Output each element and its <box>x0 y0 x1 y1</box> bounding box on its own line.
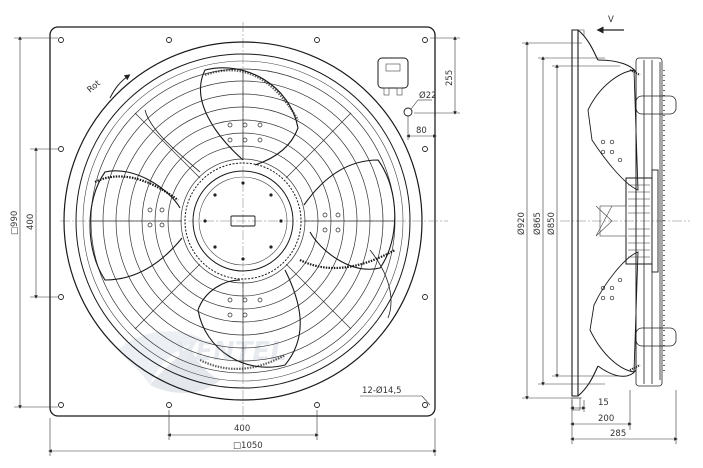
dim-overall-height: □990 <box>10 211 20 235</box>
watermark-text: VENTEL <box>175 337 287 367</box>
airflow-indicator: V <box>596 15 624 34</box>
front-dimensions <box>14 36 460 456</box>
dim-box-offset: 255 <box>445 70 455 86</box>
guard-grille <box>90 68 396 374</box>
side-flange <box>571 29 599 397</box>
terminal-box <box>377 57 413 117</box>
side-view: V Ø920 Ø865 Ø850 15 200 <box>516 15 690 444</box>
dim-depth-flange: 15 <box>598 398 609 408</box>
dim-d-guard: Ø865 <box>532 212 543 235</box>
motor-hub <box>147 122 341 318</box>
side-blade-upper <box>587 69 639 191</box>
rotation-label: Rot <box>86 78 104 95</box>
rotation-indicator: Rot <box>86 74 131 99</box>
venturi-ring <box>63 41 423 401</box>
side-guard <box>635 57 677 387</box>
mounting-holes <box>58 37 428 408</box>
side-blade-lower <box>589 251 639 373</box>
impeller-blades <box>89 67 396 370</box>
cable-gland-icon <box>403 107 413 117</box>
dim-depth-mid: 200 <box>598 414 614 424</box>
dim-d-blade: Ø850 <box>546 212 557 235</box>
dim-d-outer: Ø920 <box>516 212 527 235</box>
dim-box-width: 80 <box>416 126 427 136</box>
airflow-label: V <box>608 15 614 25</box>
mounting-plate <box>49 26 436 417</box>
dim-depth-total: 285 <box>610 429 626 439</box>
side-dimensions <box>522 41 678 444</box>
dim-overall-width: □1050 <box>233 441 263 451</box>
dim-bolt-spacing-h: 400 <box>234 424 250 434</box>
nameplate <box>230 215 256 227</box>
dim-cable-gland: Ø22 <box>419 90 437 101</box>
dim-holes: 12-Ø14,5 <box>362 385 402 396</box>
front-view: VENTEL <box>10 22 460 456</box>
dim-bolt-spacing-v: 400 <box>26 214 36 230</box>
